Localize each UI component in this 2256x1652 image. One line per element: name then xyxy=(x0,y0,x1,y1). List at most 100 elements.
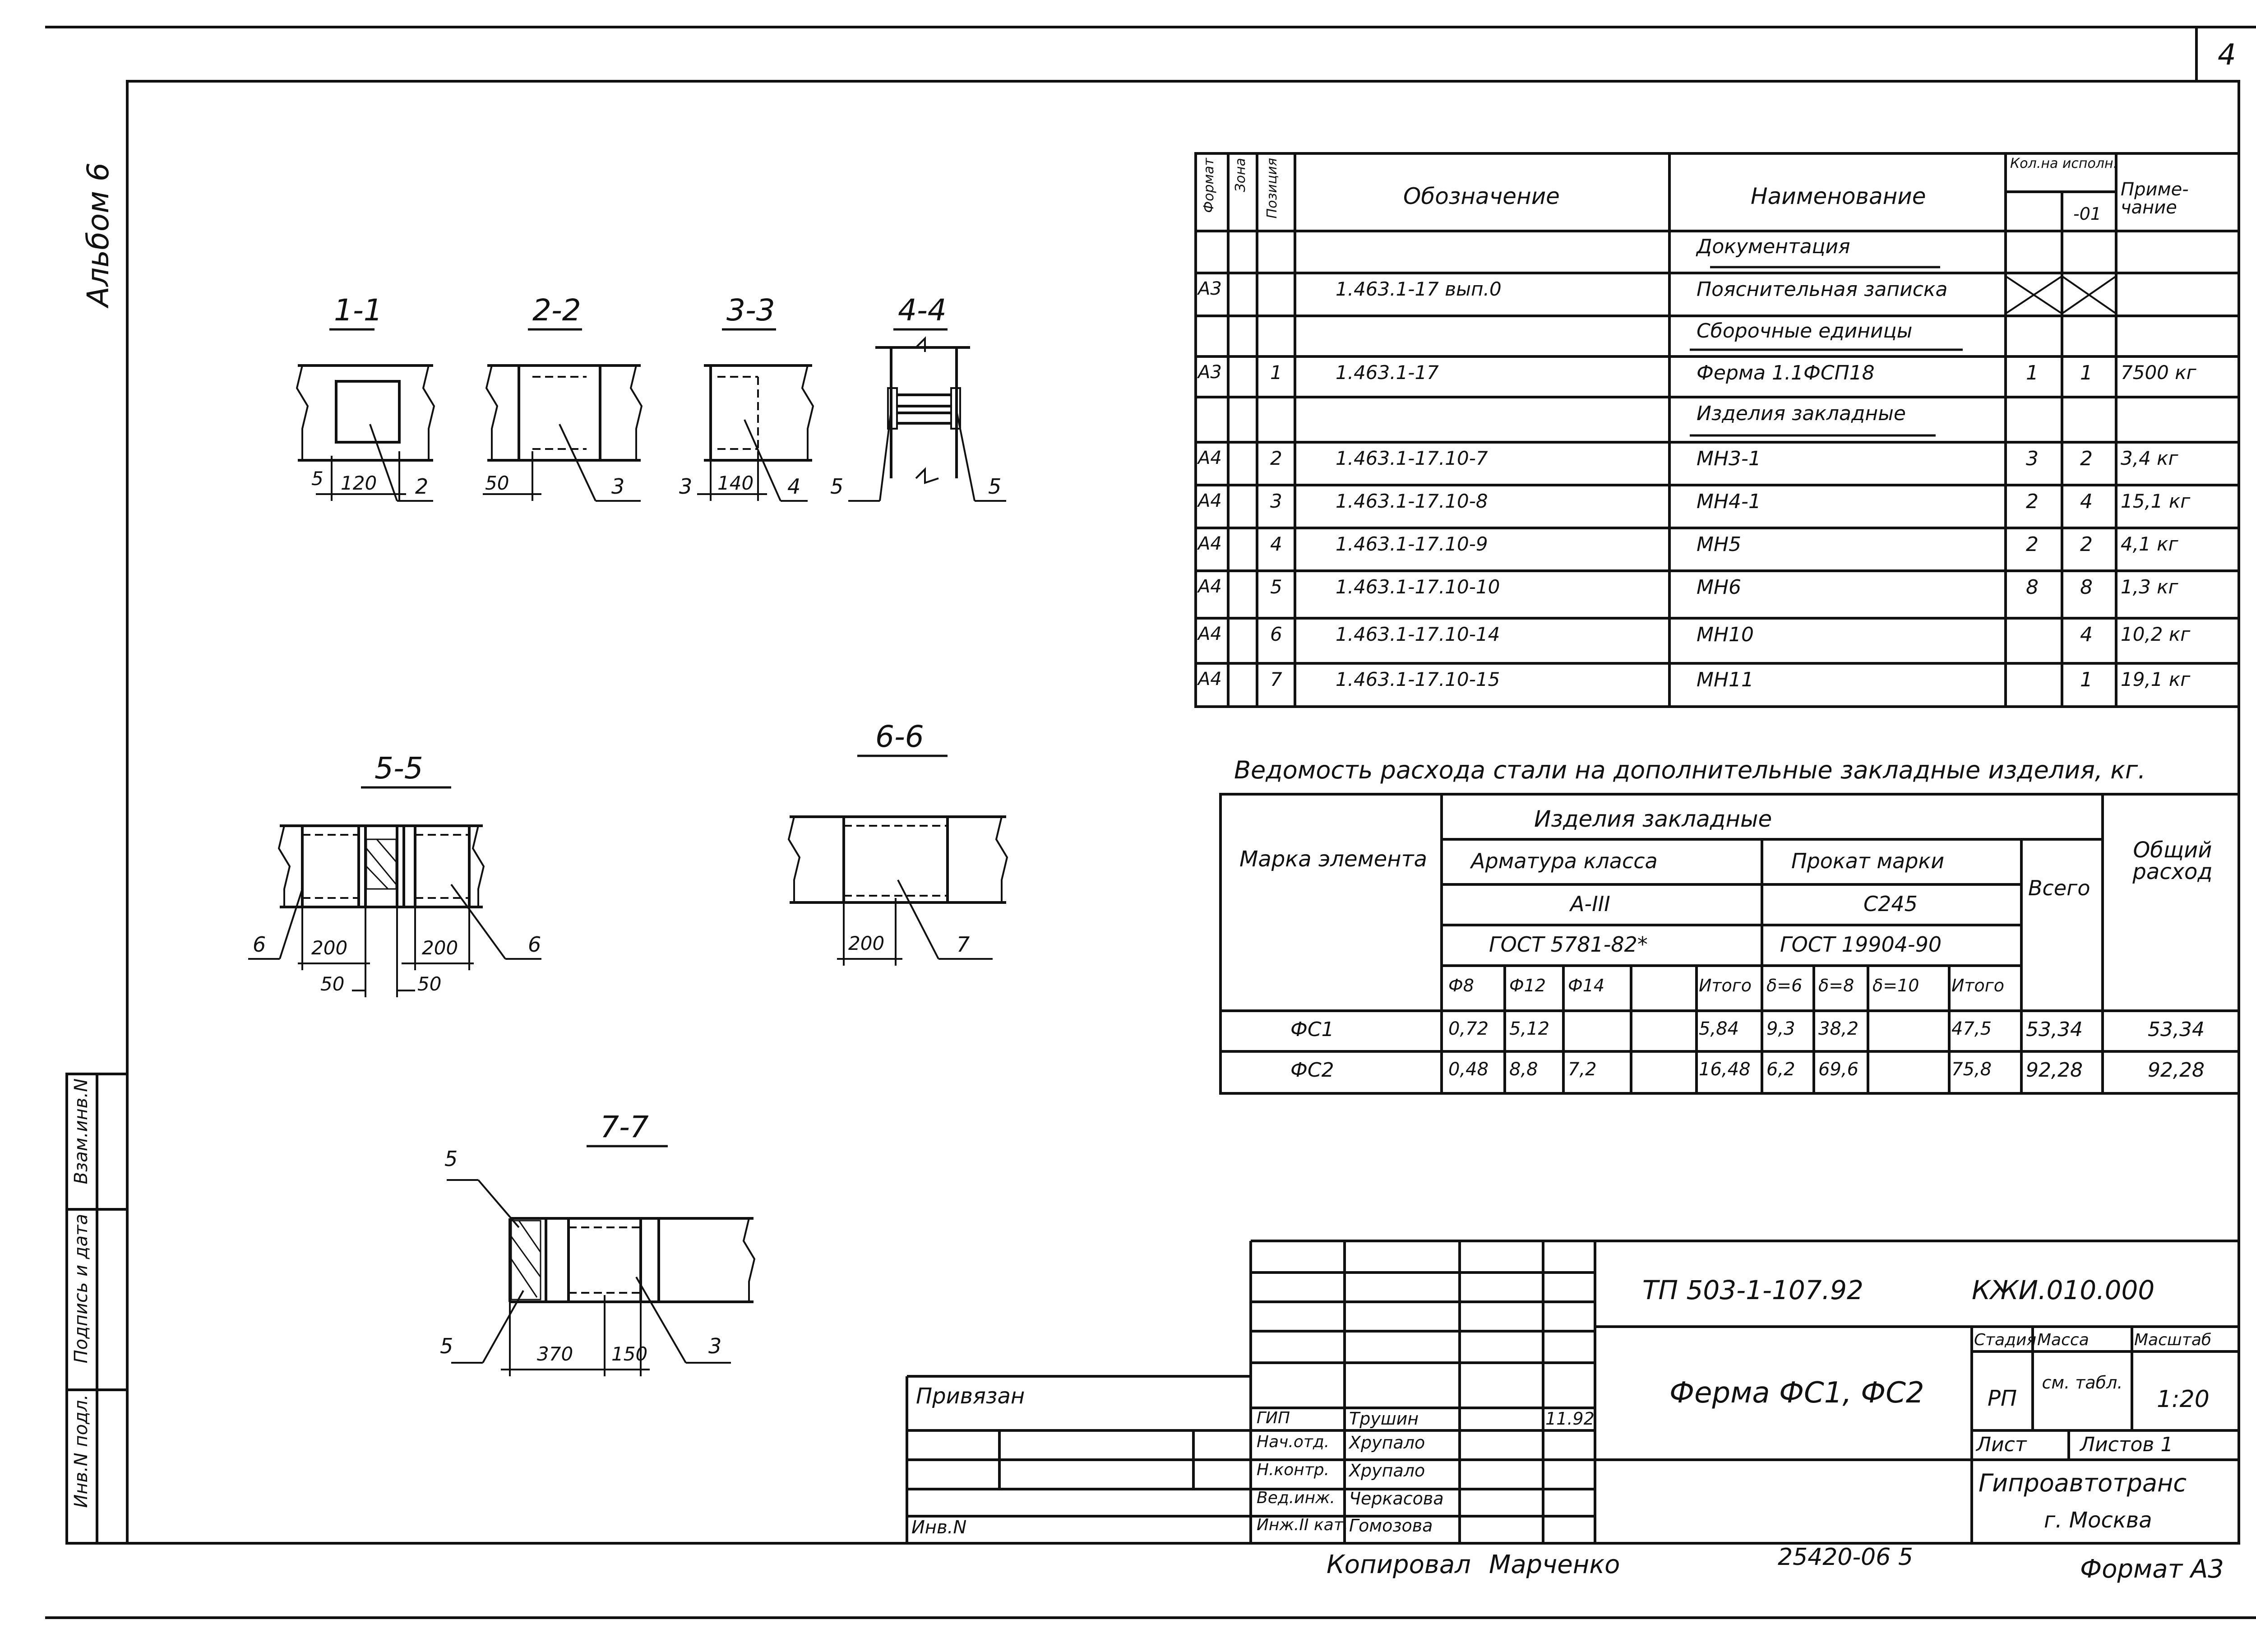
spec-row-pos: 7 xyxy=(1270,668,1282,690)
spec-row-qty-01: 2 xyxy=(2080,533,2093,556)
dim-label: 370 xyxy=(537,1343,573,1365)
spec-row-designation: 1.463.1-17.10-10 xyxy=(1336,576,1500,598)
stamp-person-name: Хрупало xyxy=(1349,1461,1425,1481)
footer-number: 25420-06 5 xyxy=(1778,1544,1913,1571)
section-title-7-7: 7-7 xyxy=(600,1110,649,1144)
spec-row-qty: 8 xyxy=(2026,576,2039,599)
section-title-3-3: 3-3 xyxy=(726,293,775,328)
dim-label: 5 xyxy=(311,467,324,490)
spec-row-designation: 1.463.1-17.10-9 xyxy=(1336,533,1488,555)
steel-row-value: 8,8 xyxy=(1509,1059,1538,1080)
spec-row-note: 4,1 кг xyxy=(2121,533,2178,555)
spec-header-designation: Обозначение xyxy=(1403,183,1560,209)
stamp-sheet-header: Лист xyxy=(1976,1433,2027,1456)
spec-header-pos: Позиция xyxy=(1264,158,1280,219)
stamp-city: г. Москва xyxy=(2044,1508,2152,1533)
spec-row-name: Документация xyxy=(1697,235,1850,258)
stamp-person-name: Гомозова xyxy=(1349,1516,1433,1536)
section-title-2-2: 2-2 xyxy=(532,293,581,328)
spec-row-designation: 1.463.1-17.10-7 xyxy=(1336,447,1488,469)
dim-label: 7 xyxy=(957,932,970,957)
spec-row-note: 1,3 кг xyxy=(2121,576,2178,598)
steel-header-total: Всего xyxy=(2028,876,2090,900)
stamp-title: Ферма ФС1, ФС2 xyxy=(1669,1376,1924,1410)
stamp-person-date: 11.92 xyxy=(1545,1409,1595,1429)
dim-label: 5 xyxy=(444,1147,458,1171)
dim-label: 2 xyxy=(415,474,429,499)
stamp-scale: 1:20 xyxy=(2157,1386,2210,1413)
stamp-code2: КЖИ.010.000 xyxy=(1972,1275,2155,1305)
album-label: Альбом 6 xyxy=(81,162,116,307)
spec-row-qty-01: 2 xyxy=(2080,447,2093,470)
steel-header-armature: Арматура класса xyxy=(1471,849,1658,873)
stamp-mass-header: Масса xyxy=(2037,1331,2089,1349)
spec-row-name: МН4-1 xyxy=(1697,490,1761,513)
spec-row-qty-01: 1 xyxy=(2080,361,2093,384)
spec-row-format: А3 xyxy=(1198,278,1222,299)
spec-row-pos: 4 xyxy=(1270,533,1282,555)
spec-row-pos: 5 xyxy=(1270,576,1282,598)
dim-label: 6 xyxy=(528,932,541,957)
spec-row-qty-01: 8 xyxy=(2080,576,2093,599)
dim-label: 3 xyxy=(708,1334,722,1358)
steel-row-common: 53,34 xyxy=(2148,1018,2205,1041)
steel-header-mark: Марка элемента xyxy=(1239,847,1427,872)
dim-label: 50 xyxy=(320,973,345,995)
steel-subheader: δ=6 xyxy=(1766,976,1803,995)
spec-row-pos: 1 xyxy=(1270,361,1282,384)
section-title-5-5: 5-5 xyxy=(374,751,423,786)
dim-label: 120 xyxy=(341,472,377,494)
sheet-number: 4 xyxy=(2218,38,2236,72)
steel-header-items: Изделия закладные xyxy=(1534,806,1772,832)
steel-row-value: 16,48 xyxy=(1699,1059,1751,1080)
spec-header-name: Наименование xyxy=(1751,183,1926,209)
stamp-person-role: Инж.II кат. xyxy=(1257,1516,1349,1534)
dim-label: 200 xyxy=(422,937,458,959)
stamp-sheets-header: Листов 1 xyxy=(2080,1433,2173,1456)
spec-row-designation: 1.463.1-17 xyxy=(1336,361,1439,384)
spec-row-name: МН10 xyxy=(1697,623,1754,646)
stamp-person-role: Нач.отд. xyxy=(1257,1433,1330,1451)
steel-subheader: Ф14 xyxy=(1568,976,1605,995)
steel-subheader: Итого xyxy=(1699,976,1752,995)
steel-row-value: 9,3 xyxy=(1766,1018,1795,1039)
dim-label: 50 xyxy=(485,472,509,494)
steel-row-common: 92,28 xyxy=(2148,1059,2205,1082)
steel-row-value: 5,84 xyxy=(1699,1018,1739,1039)
spec-row-qty: 3 xyxy=(2026,447,2039,470)
spec-row-name: МН5 xyxy=(1697,533,1742,556)
steel-header-gost1: ГОСТ 5781-82* xyxy=(1489,932,1648,957)
steel-row-value: 5,12 xyxy=(1509,1018,1550,1039)
dim-label: 3 xyxy=(611,474,625,499)
steel-row-value: 38,2 xyxy=(1818,1018,1859,1039)
steel-row-mark: ФС1 xyxy=(1290,1018,1334,1041)
steel-row-value: 0,48 xyxy=(1448,1059,1489,1080)
dim-label: 150 xyxy=(611,1343,648,1365)
spec-row-pos: 3 xyxy=(1270,490,1282,512)
stamp-org: Гипроавтотранс xyxy=(1979,1469,2187,1497)
side-stamp-podpis: Подпись и дата xyxy=(71,1214,92,1364)
spec-row-format: А4 xyxy=(1198,669,1222,689)
stamp-person-name: Черкасова xyxy=(1349,1489,1444,1509)
section-title-4-4: 4-4 xyxy=(898,293,947,328)
spec-row-qty-01: 1 xyxy=(2080,668,2093,691)
spec-row-name: Изделия закладные xyxy=(1697,402,1906,425)
stamp-doc-code: ТП 503-1-107.92 xyxy=(1642,1275,1863,1305)
stamp-scale-header: Масштаб xyxy=(2134,1331,2212,1349)
spec-row-format: А4 xyxy=(1198,576,1222,597)
spec-row-designation: 1.463.1-17.10-14 xyxy=(1336,623,1500,645)
spec-row-note: 7500 кг xyxy=(2121,361,2196,384)
spec-row-note: 19,1 кг xyxy=(2121,668,2191,690)
spec-header-qty-01: -01 xyxy=(2073,204,2102,224)
spec-row-qty: 2 xyxy=(2026,533,2039,556)
stamp-mass: см. табл. xyxy=(2042,1373,2123,1393)
spec-row-designation: 1.463.1-17.10-15 xyxy=(1336,668,1500,690)
stamp-privyazan: Привязан xyxy=(916,1384,1025,1409)
footer-copied: Копировал xyxy=(1327,1550,1471,1579)
steel-header-steel: С245 xyxy=(1863,892,1918,916)
stamp-person-name: Хрупало xyxy=(1349,1433,1425,1453)
steel-row-value: 47,5 xyxy=(1951,1018,1992,1039)
stamp-person-role: ГИП xyxy=(1257,1409,1290,1427)
dim-label: 200 xyxy=(848,932,885,954)
